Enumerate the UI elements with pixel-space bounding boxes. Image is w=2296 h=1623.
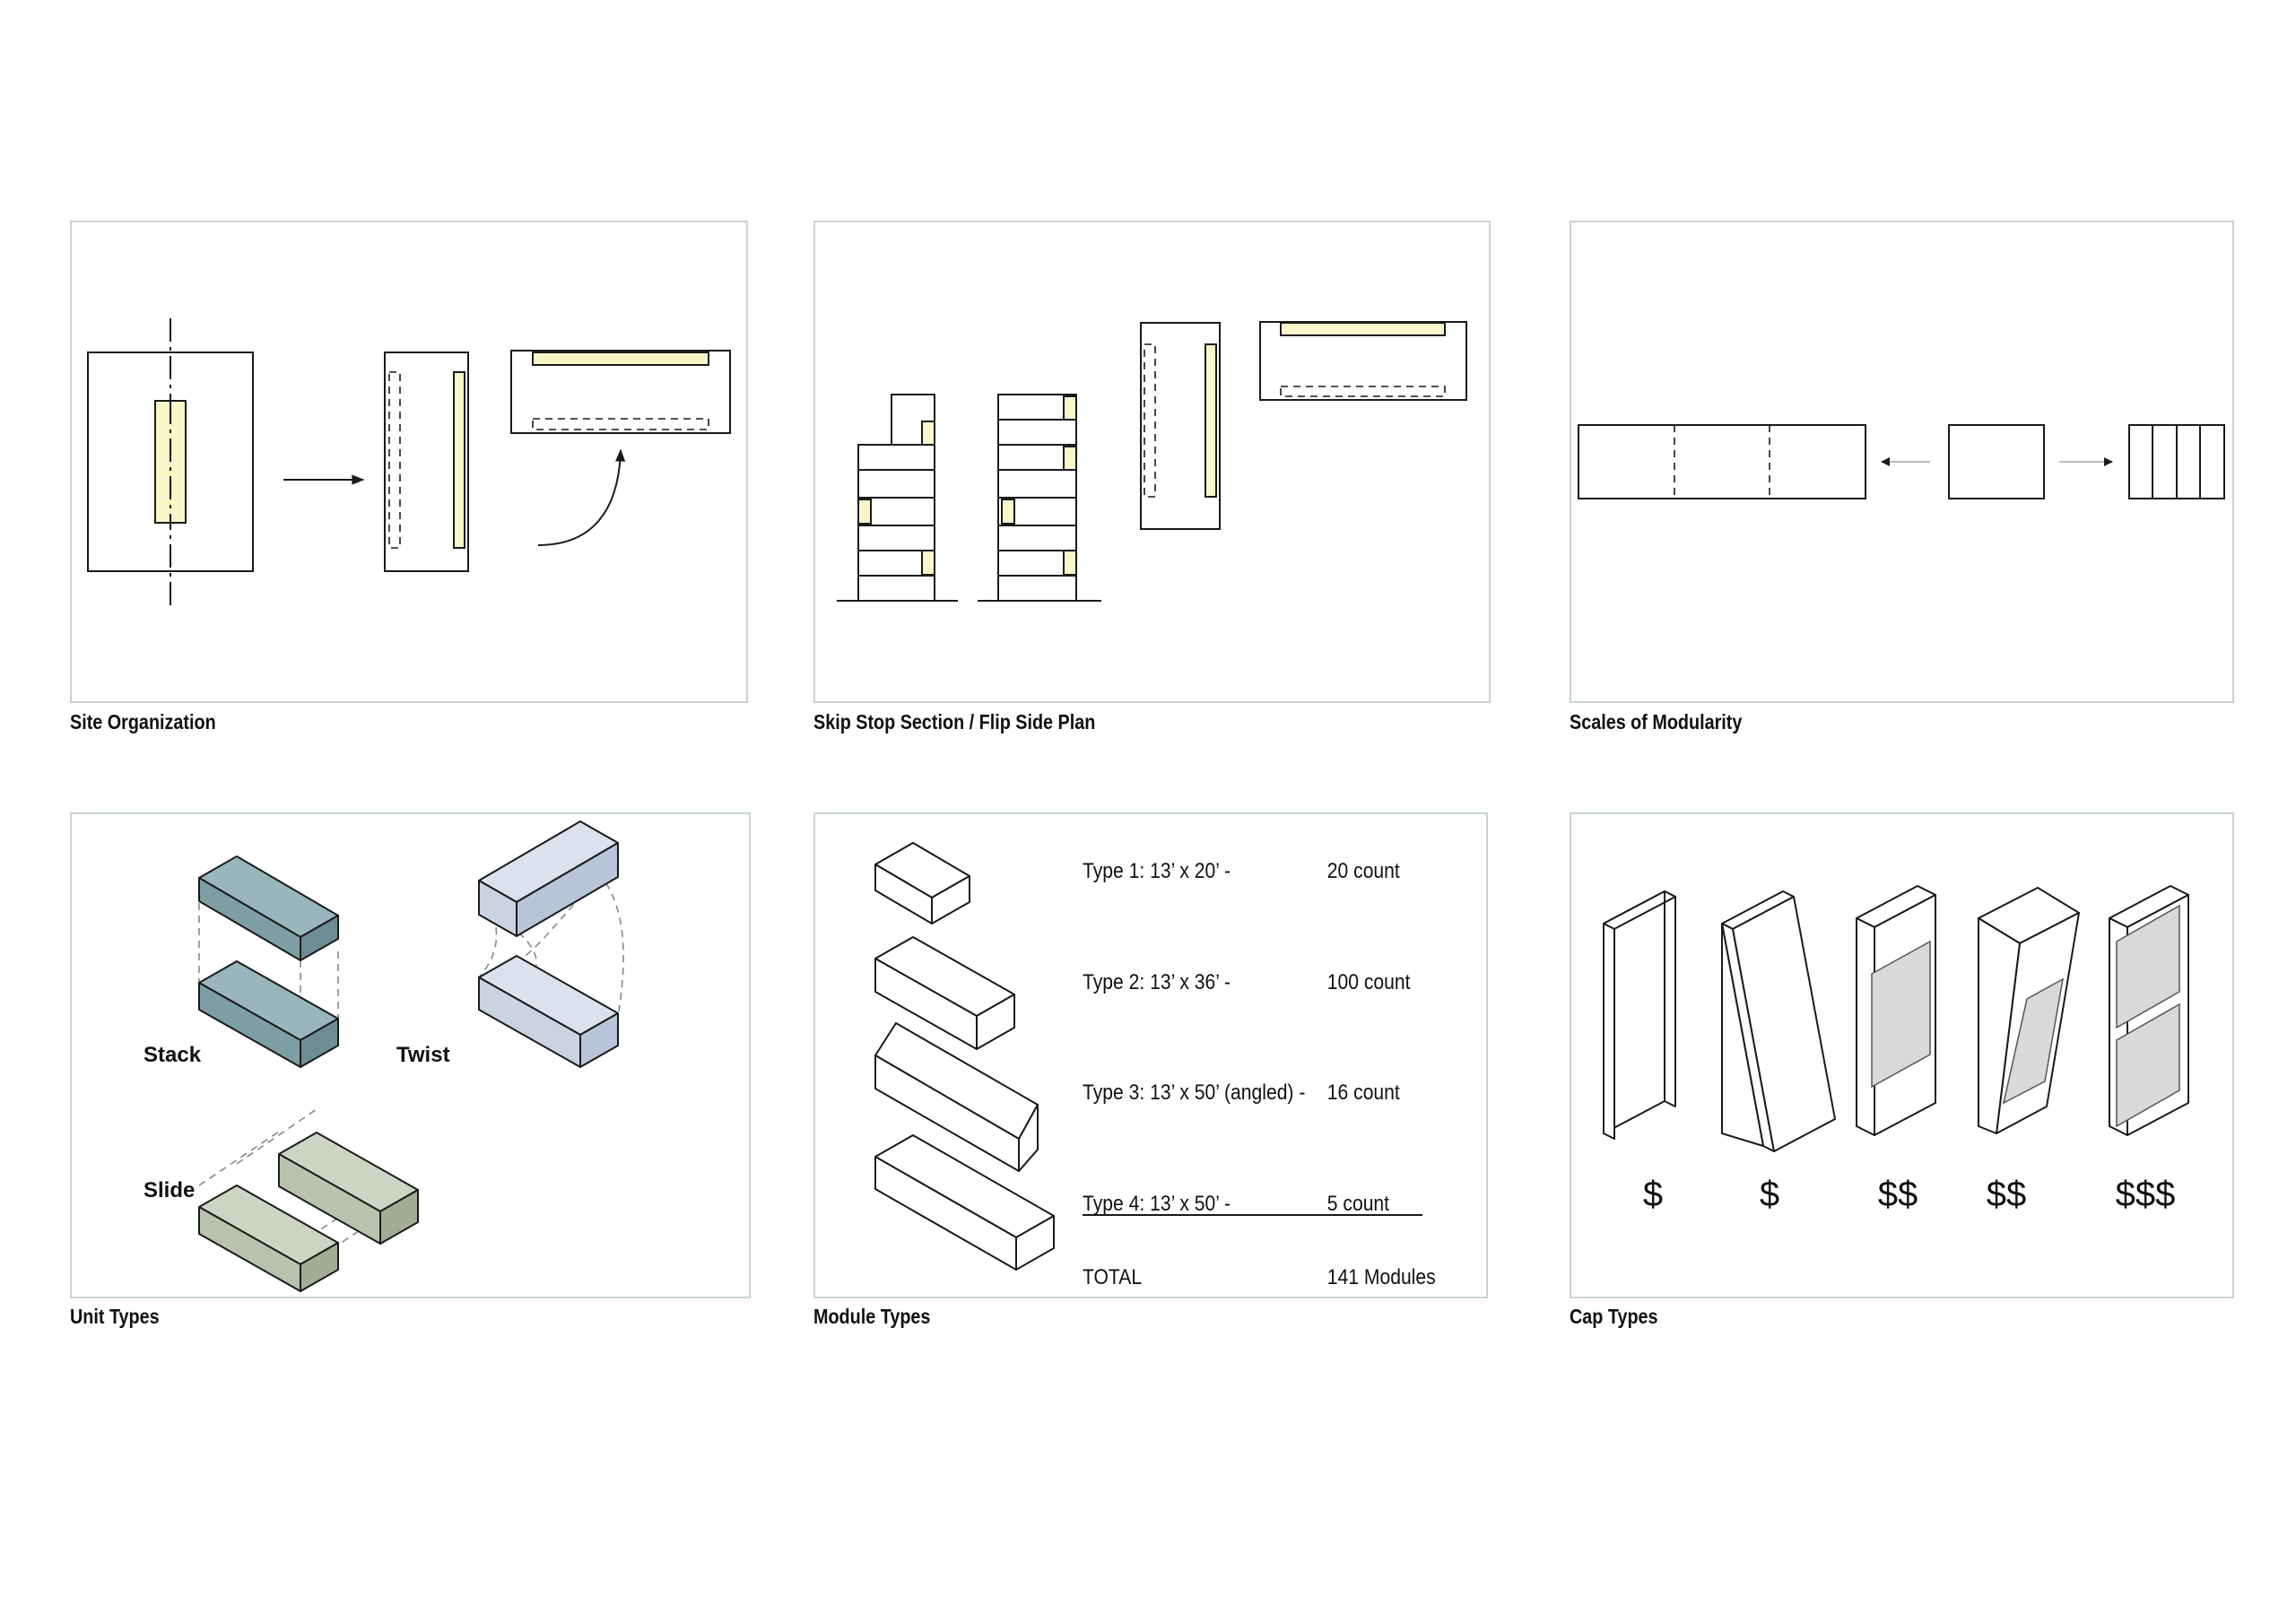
label-slide: Slide <box>144 1178 195 1202</box>
cap-type-3 <box>1856 885 1936 1136</box>
module-table: Type 1: 13’ x 20’ - Type 2: 13’ x 36’ - … <box>1083 859 1436 1289</box>
cap-cost-1: $ <box>1643 1175 1663 1214</box>
module-single <box>1948 424 2045 499</box>
module-row-4-type: Type 4: 13’ x 50’ - <box>1083 1192 1231 1216</box>
module-type-1 <box>874 842 970 924</box>
site-outline <box>87 352 254 572</box>
skip-stop-diagram <box>837 321 1467 602</box>
skip-stop-panel <box>813 221 1491 703</box>
stack-unit <box>198 855 339 1068</box>
module-row-3-count: 16 count <box>1327 1081 1401 1105</box>
ghost-bar-horizontal <box>532 418 709 430</box>
ghost-bar-vertical <box>388 371 401 549</box>
core-bar-horizontal <box>532 352 709 366</box>
module-row-3-type: Type 3: 13’ x 50’ (angled) - <box>1083 1081 1305 1105</box>
caption-cap-types: Cap Types <box>1570 1305 1658 1328</box>
module-row-4-count: 5 count <box>1327 1192 1390 1216</box>
flipped-plan-outline <box>384 352 469 572</box>
module-row-1-count: 20 count <box>1327 859 1401 883</box>
label-twist: Twist <box>396 1043 450 1067</box>
scales-of-modularity-diagram <box>1578 424 2225 499</box>
cap-types-diagram: $ $ $$ $$ $$$ <box>1603 885 2189 1214</box>
cap-cost-4: $$ <box>1987 1175 2027 1214</box>
slide-unit <box>198 1108 419 1292</box>
module-total-label: TOTAL <box>1083 1265 1142 1289</box>
module-triple <box>1578 424 1866 499</box>
twist-unit <box>478 820 624 1068</box>
cap-type-5 <box>2109 885 2189 1136</box>
cap-cost-2: $ <box>1760 1175 1779 1214</box>
module-types-diagram: Type 1: 13’ x 20’ - Type 2: 13’ x 36’ - … <box>874 842 1436 1289</box>
caption-site-organization: Site Organization <box>70 710 216 733</box>
unit-types-diagram: Stack Twist Slide <box>144 820 624 1292</box>
caption-unit-types: Unit Types <box>70 1305 160 1328</box>
module-type-2 <box>874 936 1015 1050</box>
cap-cost-3: $$ <box>1878 1175 1918 1214</box>
module-row-2-count: 100 count <box>1327 970 1411 994</box>
label-stack: Stack <box>144 1043 202 1067</box>
cap-type-2 <box>1721 890 1836 1152</box>
caption-skip-stop: Skip Stop Section / Flip Side Plan <box>813 710 1096 733</box>
flip-plan-vertical <box>1140 322 1221 530</box>
cap-type-4 <box>1978 887 2080 1134</box>
module-type-4 <box>874 1134 1055 1271</box>
site-organization-diagram <box>87 318 731 605</box>
cap-cost-5: $$$ <box>2116 1175 2176 1214</box>
module-type-3 <box>874 1022 1039 1172</box>
cap-type-1 <box>1603 890 1676 1140</box>
module-row-2-type: Type 2: 13’ x 36’ - <box>1083 970 1231 994</box>
module-row-1-type: Type 1: 13’ x 20’ - <box>1083 859 1231 883</box>
module-total-value: 141 Modules <box>1327 1265 1436 1289</box>
rotated-plan-outline <box>510 350 731 434</box>
arrow-curved <box>537 448 626 546</box>
caption-module-types: Module Types <box>813 1305 931 1328</box>
caption-scales-of-modularity: Scales of Modularity <box>1570 710 1743 733</box>
core-bar-vertical <box>453 371 465 549</box>
